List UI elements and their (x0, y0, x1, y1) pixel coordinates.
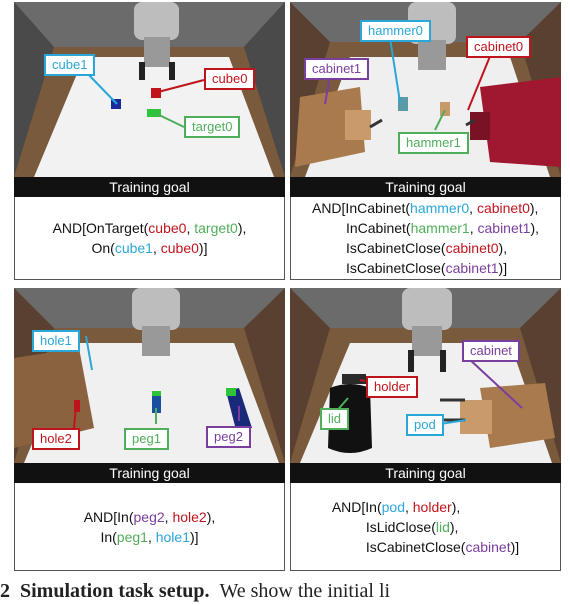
callout-hammer1: hammer1 (398, 132, 469, 154)
callout-hammer0: hammer0 (360, 20, 431, 42)
goal-line-2: IsLidClose(lid), (365, 518, 459, 535)
callout-peg1: peg1 (124, 428, 169, 450)
goal-line-2: InCabinet(hammer1, cabinet1), (345, 220, 539, 236)
goal-header: Training goal (290, 463, 561, 483)
goal-box: AND[OnTarget(cube0, target0), On(cube1, … (14, 197, 285, 280)
goal-expression: AND[In(peg2, hole2), In(peg1, hole1)] (84, 507, 216, 547)
goal-expression: AND[InCabinet(hammer0, cabinet0), InCabi… (312, 198, 539, 278)
scene-render-coffee (290, 288, 561, 463)
callout-hole1: hole1 (32, 330, 80, 352)
goal-line-1: AND[In(peg2, hole2), (83, 508, 216, 525)
goal-header: Training goal (14, 177, 285, 197)
goal-line-2: In(peg1, hole1)] (100, 528, 199, 545)
panel-coffee: cabinet holder lid pod Training goal AND… (290, 288, 561, 571)
callout-cabinet: cabinet (462, 340, 520, 362)
goal-line-3: IsCabinetClose(cabinet)] (365, 538, 520, 555)
figure-caption: 2 Simulation task setup. We show the ini… (0, 580, 391, 602)
callout-lid: lid (320, 408, 350, 430)
scene-image-cubes: cube1 cube0 target0 (14, 2, 285, 177)
callout-target0: target0 (184, 116, 241, 138)
scene-image-pegs: hole1 hole2 peg1 peg2 (14, 288, 285, 463)
callout-cabinet0: cabinet0 (466, 36, 532, 58)
scene-image-coffee: cabinet holder lid pod (290, 288, 561, 463)
goal-box: AND[In(peg2, hole2), In(peg1, hole1)] (14, 483, 285, 571)
goal-line-4: IsCabinetClose(cabinet1)] (345, 260, 508, 276)
goal-line-3: IsCabinetClose(cabinet0), (345, 240, 508, 256)
goal-box: AND[In(pod, holder), IsLidClose(lid), Is… (290, 483, 561, 571)
callout-cube0: cube0 (204, 68, 256, 90)
callout-cabinet1: cabinet1 (304, 58, 370, 80)
panel-pegs: hole1 hole2 peg1 peg2 Training goal AND[… (14, 288, 285, 571)
goal-line-1: AND[In(pod, holder), (331, 498, 461, 515)
callout-hole2: hole2 (32, 428, 80, 450)
callout-peg2: peg2 (206, 426, 251, 448)
goal-box: AND[InCabinet(hammer0, cabinet0), InCabi… (290, 197, 561, 280)
panel-hammers: hammer0 cabinet0 cabinet1 hammer1 Traini… (290, 2, 561, 280)
goal-expression: AND[In(pod, holder), IsLidClose(lid), Is… (332, 497, 519, 557)
goal-line-1: AND[OnTarget(cube0, target0), (52, 220, 247, 236)
goal-header: Training goal (290, 177, 561, 197)
scene-image-hammers: hammer0 cabinet0 cabinet1 hammer1 (290, 2, 561, 177)
callout-cube1: cube1 (44, 54, 96, 76)
callout-holder: holder (366, 376, 419, 398)
goal-line-1: AND[InCabinet(hammer0, cabinet0), (311, 200, 539, 216)
panel-cubes: cube1 cube0 target0 Training goal AND[On… (14, 2, 285, 280)
goal-line-2: On(cube1, cube0)] (91, 240, 208, 256)
callout-pod: pod (406, 414, 444, 436)
goal-header: Training goal (14, 463, 285, 483)
goal-expression: AND[OnTarget(cube0, target0), On(cube1, … (53, 218, 247, 258)
